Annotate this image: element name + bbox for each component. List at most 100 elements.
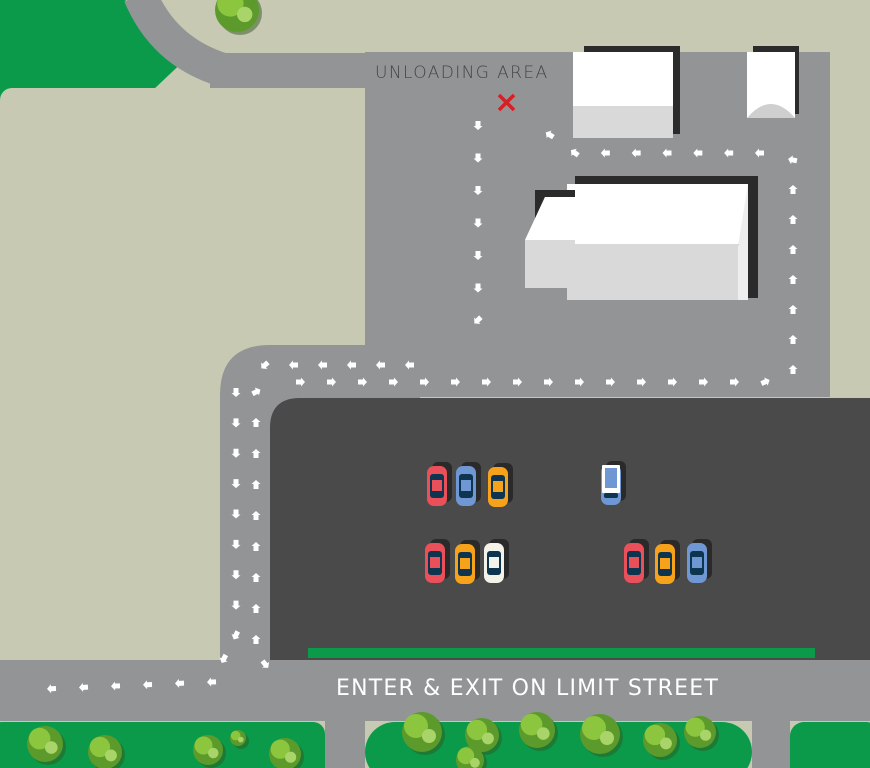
direction-arrow-icon: [261, 360, 270, 369]
direction-arrow-icon: [231, 539, 241, 549]
entrance-label: ENTER & EXIT ON LIMIT STREET: [336, 676, 719, 701]
direction-arrow-icon: [544, 377, 553, 387]
direction-arrow-icon: [788, 335, 798, 344]
direction-arrow-icon: [545, 130, 555, 140]
direction-arrow-icon: [474, 315, 483, 324]
direction-arrow-icon: [637, 377, 646, 387]
tree-icon: [193, 735, 226, 768]
direction-arrow-icon: [755, 148, 764, 158]
direction-arrow-icon: [376, 360, 385, 370]
direction-arrow-icon: [251, 418, 261, 427]
direction-arrow-icon: [420, 377, 429, 387]
direction-arrow-icon: [570, 148, 580, 158]
direction-arrow-icon: [251, 449, 261, 458]
direction-arrow-icon: [358, 377, 367, 387]
main-building: [525, 176, 758, 300]
tree-icon: [465, 718, 502, 755]
grass-strip: [308, 648, 815, 658]
direction-arrow-icon: [730, 377, 739, 387]
direction-arrow-icon: [231, 479, 241, 489]
tree-icon: [27, 726, 66, 765]
direction-arrow-icon: [724, 148, 734, 158]
parked-van: [601, 461, 626, 505]
parked-car: [456, 462, 481, 506]
tree-icon: [230, 730, 249, 749]
direction-arrow-icon: [389, 377, 398, 387]
direction-arrow-icon: [231, 570, 241, 580]
direction-arrow-icon: [231, 448, 241, 458]
parked-car: [427, 462, 452, 506]
direction-arrow-icon: [175, 678, 185, 688]
direction-arrow-icon: [600, 148, 610, 158]
direction-arrow-icon: [207, 677, 217, 687]
traffic-arrows: [47, 121, 798, 694]
direction-arrow-icon: [575, 377, 584, 387]
direction-arrow-icon: [668, 377, 677, 387]
direction-arrow-icon: [251, 387, 261, 397]
direction-arrow-icon: [47, 684, 57, 694]
direction-arrow-icon: [318, 360, 327, 370]
direction-arrow-icon: [788, 185, 798, 194]
tree-icon: [580, 714, 623, 757]
tree-icon: [269, 738, 304, 768]
direction-arrow-icon: [251, 635, 261, 644]
direction-arrow-icon: [79, 682, 89, 692]
parked-cars: [425, 461, 712, 584]
direction-arrow-icon: [473, 153, 483, 163]
direction-arrow-icon: [473, 283, 483, 293]
tree-icon: [643, 723, 680, 760]
direction-arrow-icon: [699, 377, 708, 387]
direction-arrow-icon: [231, 630, 241, 640]
direction-arrow-icon: [296, 377, 305, 387]
parked-car: [455, 540, 480, 584]
direction-arrow-icon: [788, 305, 798, 314]
direction-arrow-icon: [289, 360, 298, 370]
direction-arrow-icon: [143, 680, 153, 690]
direction-arrow-icon: [473, 121, 483, 130]
tree-icon: [519, 712, 558, 751]
direction-arrow-icon: [260, 659, 270, 668]
tree-icon: [88, 735, 125, 768]
tree-icon: [402, 712, 445, 755]
silo-building: [747, 46, 799, 118]
direction-arrow-icon: [111, 681, 121, 691]
direction-arrow-icon: [405, 360, 414, 370]
direction-arrow-icon: [788, 215, 798, 224]
direction-arrow-icon: [788, 155, 798, 165]
direction-arrow-icon: [693, 148, 703, 158]
direction-arrow-icon: [788, 365, 798, 374]
direction-arrow-icon: [482, 377, 491, 387]
direction-arrow-icon: [231, 600, 241, 610]
direction-arrow-icon: [251, 573, 261, 582]
direction-arrow-icon: [513, 377, 522, 387]
direction-arrow-icon: [473, 218, 483, 228]
unloading-area-label: UNLOADING AREA: [375, 63, 549, 83]
direction-arrow-icon: [219, 653, 229, 663]
warehouse-building: [573, 46, 680, 138]
direction-arrow-icon: [251, 480, 261, 489]
direction-arrow-icon: [788, 275, 798, 284]
tree-icon: [684, 716, 719, 751]
direction-arrow-icon: [473, 186, 483, 195]
field-block: [0, 88, 365, 345]
direction-arrow-icon: [631, 148, 641, 158]
direction-arrow-icon: [662, 148, 672, 158]
parking-lot: [270, 398, 870, 660]
direction-arrow-icon: [231, 418, 241, 428]
parked-car: [655, 540, 680, 584]
direction-arrow-icon: [251, 511, 261, 520]
unloading-marker-icon: [497, 93, 516, 112]
tree-icon: [215, 0, 262, 35]
tree-icon: [456, 746, 487, 768]
parked-car: [425, 539, 450, 583]
direction-arrow-icon: [473, 251, 483, 260]
parked-car: [484, 539, 509, 583]
direction-arrow-icon: [606, 377, 615, 387]
parked-car: [687, 539, 712, 583]
trees: [27, 0, 719, 768]
parked-car: [488, 463, 513, 507]
direction-arrow-icon: [327, 377, 336, 387]
direction-arrow-icon: [788, 245, 798, 254]
direction-arrow-icon: [760, 377, 770, 386]
direction-arrow-icon: [231, 388, 241, 397]
